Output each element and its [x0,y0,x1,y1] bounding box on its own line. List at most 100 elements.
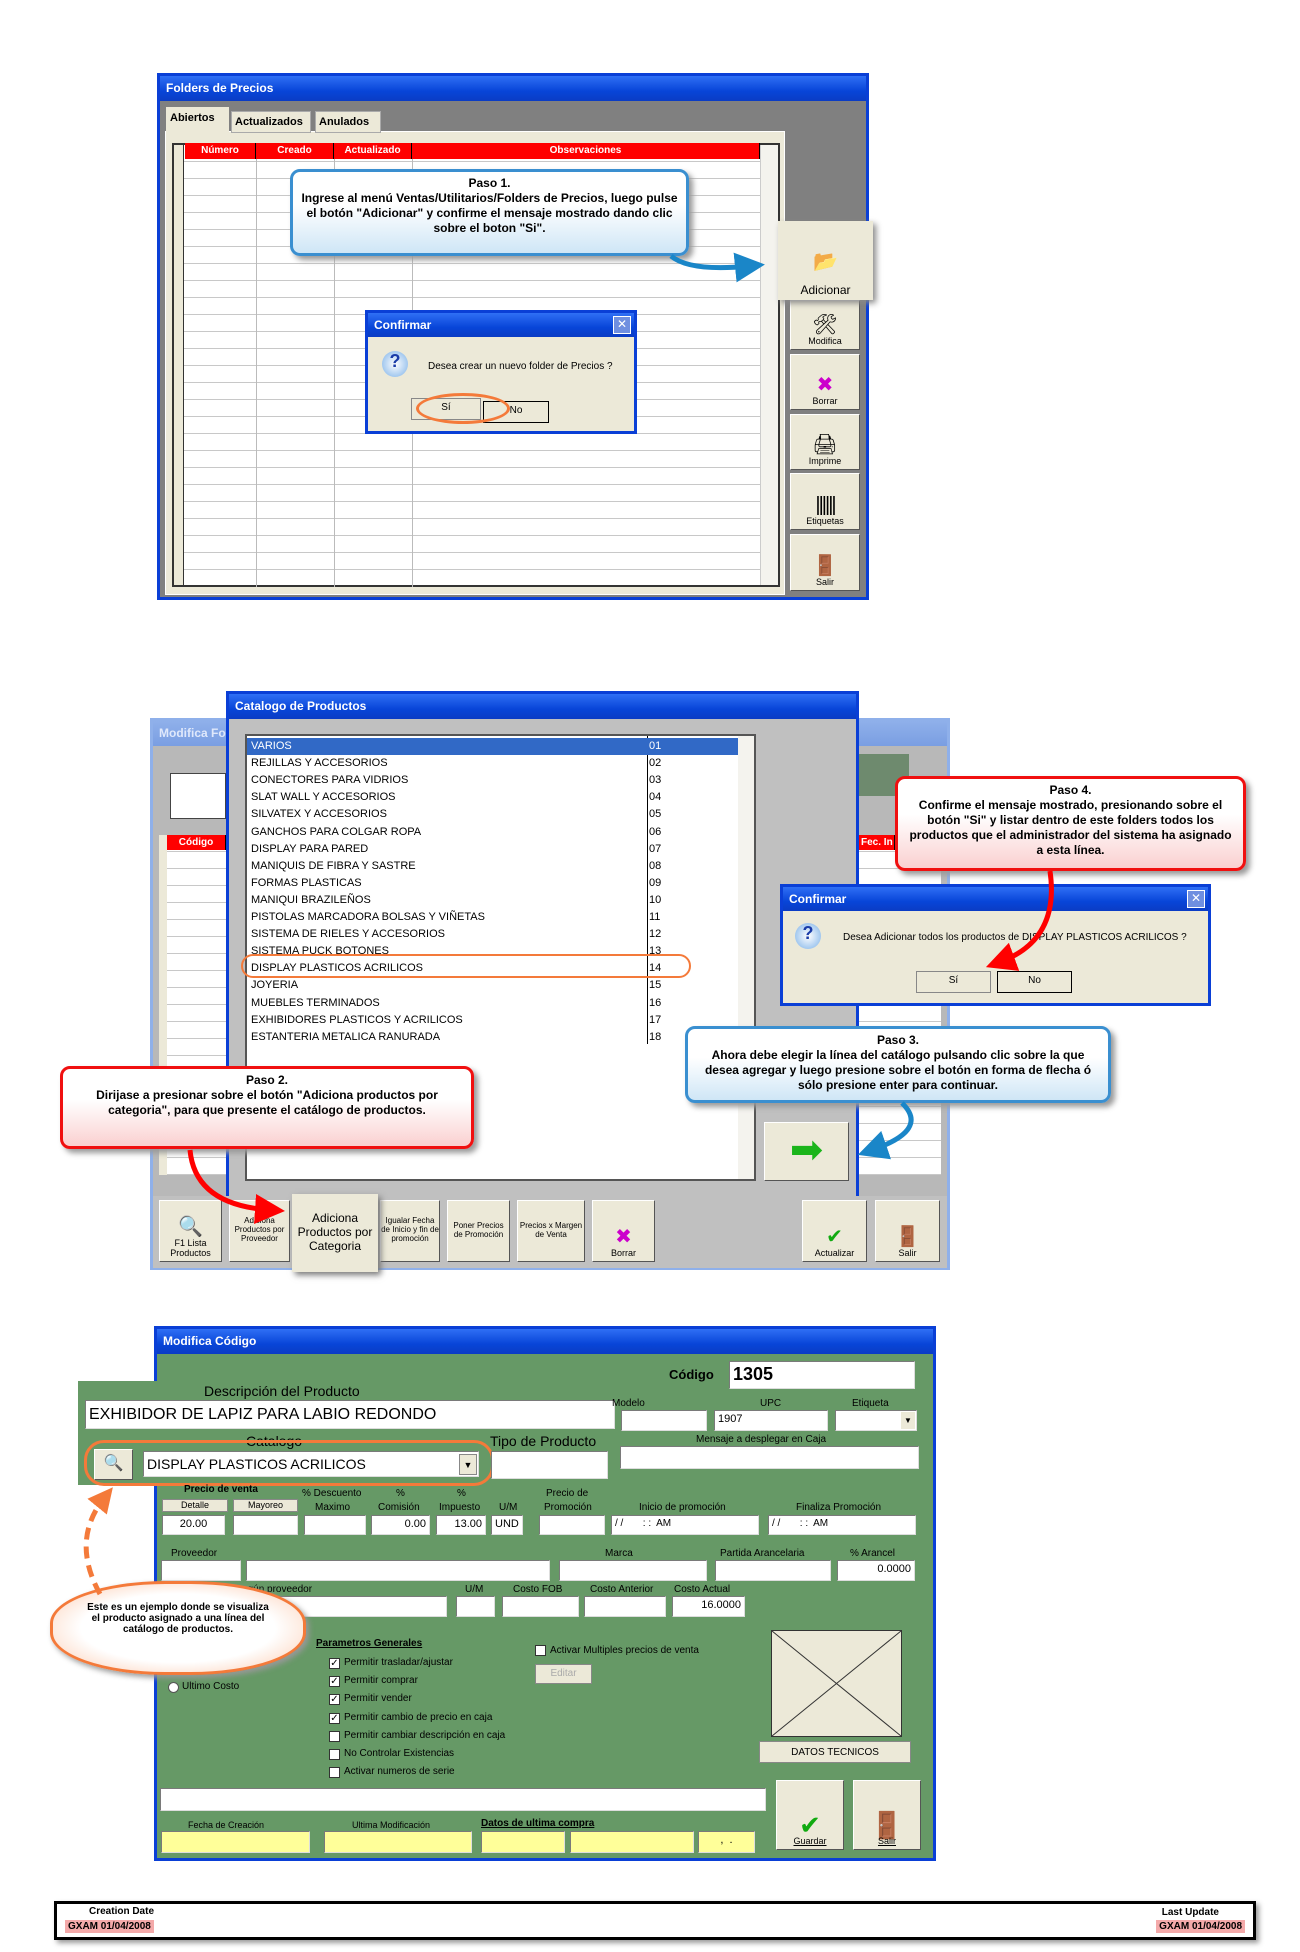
col-observaciones[interactable]: Observaciones [412,143,760,159]
adiciona-por-categoria-button[interactable]: Adiciona Productos por Categoria [292,1194,378,1272]
yes-button[interactable]: Sí [916,971,991,993]
guardar-button[interactable]: ✔Guardar [776,1780,844,1850]
grid-col-lines [256,143,257,587]
window-title: Folders de Precios [160,76,866,101]
ultimo-costo-label: Ultimo Costo [182,1681,240,1692]
paso1-callout: Paso 1. Ingrese al menú Ventas/Utilitari… [290,169,689,256]
notes-input[interactable] [160,1788,766,1811]
datos-tecnicos-button[interactable]: DATOS TECNICOS [759,1741,911,1763]
tab-abiertos[interactable]: Abiertos [166,107,229,133]
salir-button[interactable]: 🚪Salir [790,534,860,591]
precios-margen-button[interactable]: Precios x Margen de Venta [517,1200,585,1262]
inicio-promo-input[interactable]: / / : : AM [611,1515,759,1535]
col-actualizado[interactable]: Actualizado [334,143,412,159]
tab-anulados[interactable]: Anulados [315,111,381,133]
finaliza-promo-input[interactable]: / / : : AM [768,1515,916,1535]
proveedor-name-input[interactable] [246,1560,550,1581]
borrar-button[interactable]: ✖Borrar [790,354,860,410]
um2-input[interactable] [456,1596,495,1617]
ultimo-costo-radio[interactable] [168,1682,179,1693]
continue-arrow-button[interactable]: ➡ [764,1122,849,1181]
poner-precios-promocion-button[interactable]: Poner Precios de Promoción [447,1200,510,1262]
catalog-row-code: 11 [649,911,661,923]
etiquetas-button[interactable]: ||||||Etiquetas [790,473,860,530]
tipo-producto-input[interactable] [491,1451,608,1479]
close-icon[interactable]: ✕ [1187,890,1205,908]
fecha-creacion-label: Fecha de Creación [188,1820,265,1830]
arancel-input[interactable]: 0.0000 [837,1560,915,1581]
parametro-checkbox[interactable] [329,1767,340,1779]
modelo-input[interactable] [621,1410,707,1431]
marca-input[interactable] [559,1560,707,1581]
mayoreo-button[interactable]: Mayoreo [233,1499,298,1512]
parametro-checkbox[interactable]: ✓ [329,1694,340,1706]
borrar-button[interactable]: ✖Borrar [592,1200,655,1262]
multiples-precios-checkbox[interactable] [535,1645,546,1656]
no-button[interactable]: No [997,971,1072,993]
partida-input[interactable] [715,1560,831,1581]
close-icon[interactable]: ✕ [613,316,631,334]
parametro-checkbox[interactable]: ✓ [329,1658,340,1669]
adicionar-button[interactable]: 📂Adicionar [778,221,873,300]
imprime-button[interactable]: 🖨Imprime [790,414,860,470]
col-creado[interactable]: Creado [256,143,334,159]
comision-input[interactable]: 0.00 [371,1515,430,1535]
margen-label: Precios x Margen de Venta [519,1220,583,1239]
salir-button[interactable]: 🚪Salir [875,1200,940,1262]
modifica-button[interactable]: 🛠Modifica [790,300,860,350]
parametro-checkbox[interactable]: ✓ [329,1712,340,1724]
precio-detalle-input[interactable]: 20.00 [162,1515,225,1535]
detalle-button[interactable]: Detalle [162,1499,228,1512]
product-image-placeholder[interactable] [771,1630,902,1737]
catalog-row-code: 02 [649,757,662,770]
precio-mayoreo-input[interactable] [233,1515,298,1535]
tab-actualizados[interactable]: Actualizados [231,111,311,133]
editar-button[interactable]: Editar [535,1664,592,1684]
descripcion-input[interactable]: EXHIBIDOR DE LAPIZ PARA LABIO REDONDO [85,1400,615,1429]
costo-anterior-input[interactable] [584,1596,666,1617]
upc-input[interactable]: 1907 [714,1410,828,1431]
cloud-text: Este es un ejemplo donde se visualiza el… [87,1602,269,1635]
catalogo-select[interactable]: DISPLAY PLASTICOS ACRILICOS [143,1451,479,1477]
costo-fob-input[interactable] [502,1596,579,1617]
parametro-checkbox[interactable] [329,1749,340,1760]
etiqueta-label: Etiqueta [852,1398,889,1409]
f1-lista-productos-button[interactable]: 🔍F1 Lista Productos [159,1200,222,1262]
igualar-fecha-button[interactable]: Igualar Fecha de Inicio y fin de promoci… [380,1200,440,1262]
etiqueta-select[interactable]: ▼ [835,1410,917,1431]
callout-text: Ingrese al menú Ventas/Utilitarios/Folde… [301,191,678,235]
um-input[interactable]: UND [491,1515,523,1535]
impuesto-input[interactable]: 13.00 [436,1515,486,1535]
parametro-checkbox[interactable]: ✓ [329,1676,340,1688]
salir-button[interactable]: 🚪Salir [853,1780,921,1850]
chevron-down-icon[interactable]: ▼ [459,1454,477,1475]
catalog-row-code: 04 [649,791,662,804]
parametro-checkbox[interactable] [329,1730,340,1742]
descuento-input[interactable] [304,1515,366,1535]
col-numero[interactable]: Número [185,143,256,159]
codigo-input[interactable]: 1305 [729,1361,915,1389]
precio-promo-input[interactable] [539,1515,605,1535]
mensaje-caja-input[interactable] [620,1446,919,1469]
costo-actual-input[interactable]: 16.0000 [672,1596,745,1617]
salir-label: Salir [898,1248,917,1258]
empty-image-icon [771,1630,902,1737]
actualizar-button[interactable]: ✔Actualizar [802,1200,867,1262]
